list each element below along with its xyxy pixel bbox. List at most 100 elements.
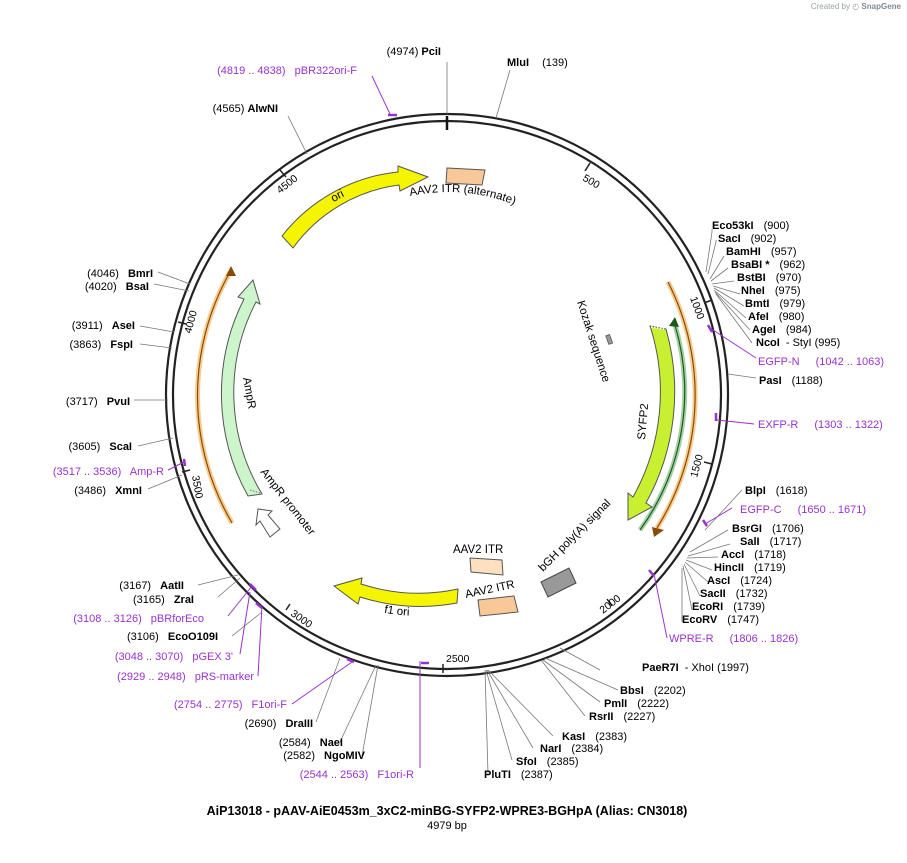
primer-leaders bbox=[167, 75, 757, 768]
site-pcii[interactable]: (4974) PciI bbox=[387, 46, 441, 58]
feature-aav2-itr-1[interactable]: AAV2 ITR bbox=[453, 544, 504, 576]
feature-syfp2[interactable]: SYFP2 bbox=[627, 325, 676, 521]
site-bsabi[interactable]: BsaBI *(962) bbox=[731, 259, 805, 271]
tick-label-3500: 3500 bbox=[189, 474, 205, 499]
feature-label-ori: ori bbox=[329, 188, 346, 205]
site-ecorv[interactable]: EcoRV(1747) bbox=[682, 614, 759, 626]
site-pvui[interactable]: (3717) PvuI bbox=[66, 396, 130, 408]
site-sfoi[interactable]: SfoI(2385) bbox=[516, 756, 579, 768]
feature-aav2-itr-alternate[interactable]: AAV2 ITR (alternate) bbox=[408, 167, 518, 208]
site-alwni[interactable]: (4565) AlwNI bbox=[213, 103, 278, 115]
site-pmli[interactable]: PmlI(2222) bbox=[604, 698, 669, 710]
site-bamhi[interactable]: BamHI(957) bbox=[726, 246, 797, 258]
site-zrai[interactable]: (3165) ZraI bbox=[133, 594, 194, 606]
site-bmri[interactable]: (4046) BmrI bbox=[87, 268, 153, 280]
site-eco53ki[interactable]: Eco53kI(900) bbox=[712, 220, 789, 232]
feature-label-syfp2: SYFP2 bbox=[636, 403, 651, 440]
site-nhei[interactable]: NheI(975) bbox=[741, 285, 801, 297]
site-sacii[interactable]: SacII(1732) bbox=[700, 588, 767, 600]
feature-aav2-itr-2[interactable]: AAV2 ITR bbox=[464, 579, 519, 617]
primer-f1ori-r[interactable]: (2544 .. 2563) F1ori-R bbox=[300, 769, 414, 781]
site-ecoo109i[interactable]: (3106) EcoO109I bbox=[127, 631, 218, 643]
site-afei[interactable]: AfeI(980) bbox=[748, 311, 804, 323]
tick-label-2000: 2000 bbox=[597, 592, 623, 616]
primer-pgex-3[interactable]: (3048 .. 3070) pGEX 3' bbox=[115, 651, 233, 663]
tick-label-500: 500 bbox=[581, 172, 602, 191]
tick-4500: 4500 bbox=[274, 169, 300, 196]
primer-amp-r[interactable]: (3517 .. 3536) Amp-R bbox=[53, 466, 164, 478]
orange-arrowhead-icon bbox=[652, 527, 664, 537]
green-arrowhead-icon bbox=[669, 317, 679, 327]
site-rsrii[interactable]: RsrII(2227) bbox=[589, 711, 655, 723]
tick-1500: 1500 bbox=[688, 453, 713, 479]
feature-label-kozak: Kozak sequence bbox=[574, 299, 612, 384]
site-bstbi[interactable]: BstBI(970) bbox=[737, 272, 801, 284]
tick-2000: 2000 bbox=[597, 592, 623, 616]
left-orange-track bbox=[195, 266, 236, 525]
feature-ori[interactable]: ori bbox=[281, 165, 430, 249]
primer-exfp-r[interactable]: EXFP-R(1303 .. 1322) bbox=[758, 419, 883, 431]
site-paer7i[interactable]: PaeR7I- XhoI (1997) bbox=[642, 662, 749, 674]
site-hincii[interactable]: HincII(1719) bbox=[714, 562, 786, 574]
tick-label-4000: 4000 bbox=[182, 309, 200, 335]
site-bmti[interactable]: BmtI(979) bbox=[745, 298, 805, 310]
site-bsai[interactable]: (4020) BsaI bbox=[85, 281, 149, 293]
site-ngomiv[interactable]: (2582) NgoMIV bbox=[283, 750, 365, 762]
primer-f1ori-f[interactable]: (2754 .. 2775) F1ori-F bbox=[174, 699, 287, 711]
right-orange-track bbox=[652, 280, 698, 537]
feature-label-f1-ori: f1 ori bbox=[383, 604, 409, 619]
site-labels: (4974) PciI MluI (139) (4565) AlwNI Eco5… bbox=[66, 46, 840, 781]
tick-3500: 3500 bbox=[181, 469, 205, 500]
plasmid-title: AiP13018 - pAAV-AiE0453m_3xC2-minBG-SYFP… bbox=[207, 804, 688, 818]
tick-2500: 2500 bbox=[442, 653, 470, 673]
site-pluti[interactable]: PluTI(2387) bbox=[484, 769, 553, 781]
primer-pbrforeco[interactable]: (3108 .. 3126) pBRforEco bbox=[73, 613, 204, 625]
feature-kozak-sequence[interactable]: Kozak sequence bbox=[574, 299, 614, 384]
site-blpi[interactable]: BlpI(1618) bbox=[745, 485, 808, 497]
site-naei[interactable]: (2584) NaeI bbox=[279, 737, 343, 749]
primer-egfp-c[interactable]: EGFP-C(1650 .. 1671) bbox=[740, 504, 866, 516]
snapgene-logo-icon: ◴ bbox=[852, 2, 860, 11]
tick-4000: 4000 bbox=[177, 309, 200, 335]
orange-left-arrowhead-icon bbox=[226, 266, 236, 276]
site-agei[interactable]: AgeI(984) bbox=[752, 324, 812, 336]
tick-1000: 1000 bbox=[687, 295, 713, 321]
site-fspi[interactable]: (3863) FspI bbox=[70, 339, 133, 351]
feature-ampr[interactable]: AmpR bbox=[220, 278, 263, 497]
site-asei[interactable]: (3911) AseI bbox=[72, 320, 135, 332]
snapgene-credit: Created by ◴ SnapGene bbox=[811, 2, 901, 11]
primer-labels: (4819 .. 4838) pBR322ori-F EGFP-N(1042 .… bbox=[53, 65, 884, 781]
primer-wpre-r[interactable]: WPRE-R(1806 .. 1826) bbox=[669, 633, 798, 645]
credit-prefix: Created by bbox=[810, 2, 850, 11]
site-saci[interactable]: SacI(902) bbox=[718, 233, 776, 245]
site-nari[interactable]: NarI(2384) bbox=[540, 743, 603, 755]
credit-brand: SnapGene bbox=[861, 2, 901, 11]
site-acci[interactable]: AccI(1718) bbox=[721, 549, 786, 561]
primer-egfp-n[interactable]: EGFP-N(1042 .. 1063) bbox=[758, 356, 884, 368]
feature-label-aav2-itr-alternate: AAV2 ITR (alternate) bbox=[408, 183, 517, 208]
site-sali[interactable]: SalI(1717) bbox=[740, 536, 801, 548]
site-bsrgi[interactable]: BsrGI(1706) bbox=[732, 523, 804, 535]
site-mlui[interactable]: MluI (139) bbox=[507, 57, 568, 69]
site-asci[interactable]: AscI(1724) bbox=[707, 575, 772, 587]
site-ncoi[interactable]: NcoI- StyI (995) bbox=[756, 337, 840, 349]
feature-label-aav2-itr-1: AAV2 ITR bbox=[453, 544, 503, 556]
site-pasi[interactable]: PasI(1188) bbox=[759, 375, 823, 387]
site-xmni[interactable]: (3486) XmnI bbox=[74, 485, 142, 497]
site-aatii[interactable]: (3167) AatII bbox=[119, 580, 184, 592]
tick-label-2500: 2500 bbox=[446, 653, 470, 665]
site-bbsi[interactable]: BbsI(2202) bbox=[620, 685, 686, 697]
site-kasi[interactable]: KasI(2383) bbox=[562, 731, 627, 743]
tick-label-4500: 4500 bbox=[274, 172, 300, 196]
feature-f1-ori[interactable]: f1 ori bbox=[332, 577, 459, 619]
feature-ampr-promoter[interactable]: AmpR promoter bbox=[255, 466, 317, 538]
primer-pbr322ori-f[interactable]: (4819 .. 4838) pBR322ori-F bbox=[217, 65, 357, 77]
feature-bgh-polya-signal[interactable]: bGH poly(A) signal bbox=[537, 497, 614, 598]
site-draiii[interactable]: (2690) DraIII bbox=[245, 718, 313, 730]
site-ecori[interactable]: EcoRI(1739) bbox=[692, 601, 765, 613]
site-scai[interactable]: (3605) ScaI bbox=[69, 441, 133, 453]
primer-prs-marker[interactable]: (2929 .. 2948) pRS-marker bbox=[117, 671, 254, 683]
site-leaders bbox=[134, 62, 757, 775]
plasmid-length: 4979 bp bbox=[427, 820, 467, 832]
